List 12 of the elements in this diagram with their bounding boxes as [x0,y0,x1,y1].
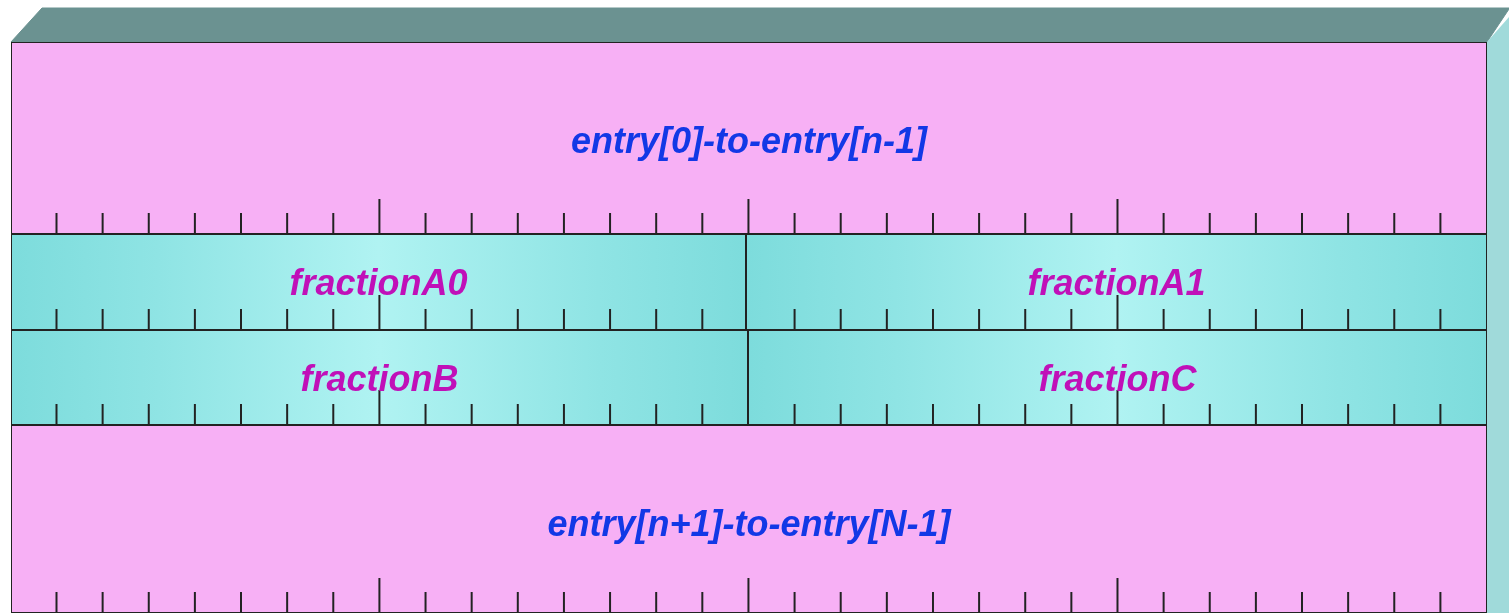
band-label: entry[n+1]-to-entry[N-1] [547,504,951,544]
memory-region-band [11,42,1487,234]
memory-fraction-band [11,330,748,425]
band-label: fractionC [1038,359,1197,399]
band-label: fractionB [300,359,459,399]
memory-fraction-band [746,234,1487,330]
memory-fraction-band [748,330,1487,425]
band-label: entry[0]-to-entry[n-1] [571,121,927,161]
band-label: fractionA0 [289,263,468,303]
memory-region-band [11,425,1487,613]
memory-fraction-band [11,234,746,330]
band-label: fractionA1 [1027,263,1206,303]
